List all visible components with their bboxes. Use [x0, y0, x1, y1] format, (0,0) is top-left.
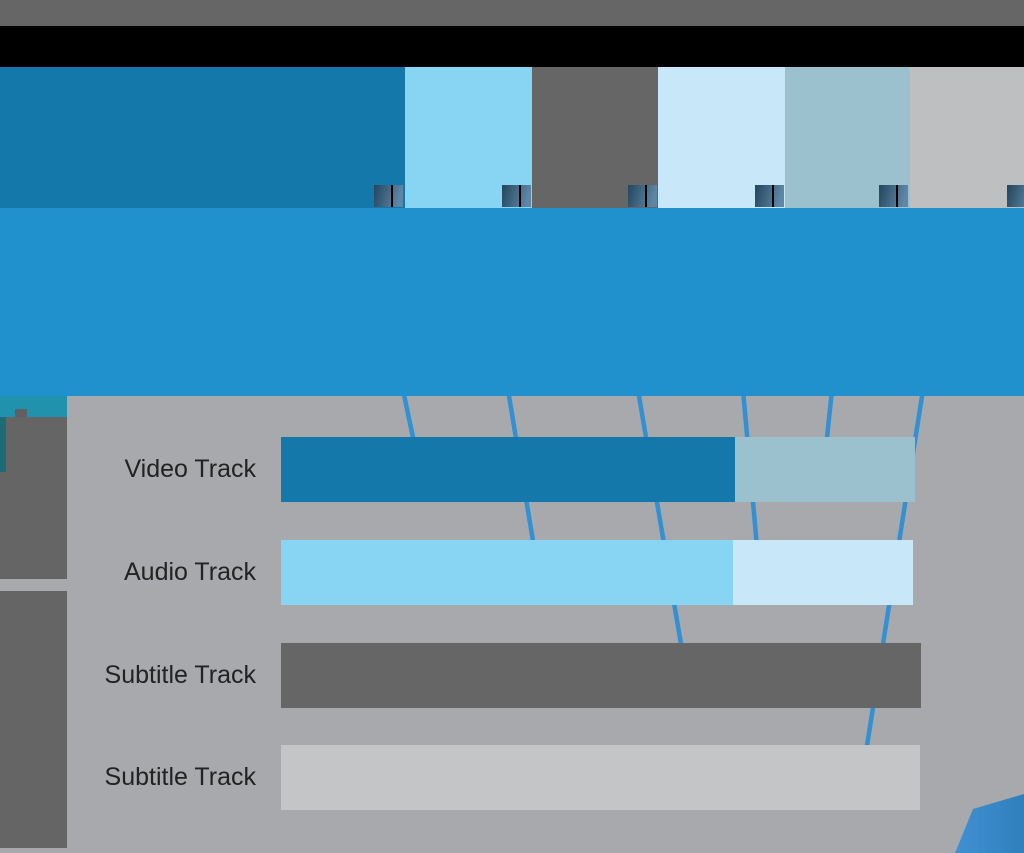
- demux-line: [740, 389, 760, 548]
- demux-line: [505, 389, 537, 548]
- left-sidebar: [0, 0, 80, 853]
- muxed-band: [0, 208, 1024, 396]
- sidebar-thumb-2: [0, 591, 67, 848]
- top-black-bar: [0, 26, 1024, 67]
- corner-logo: [955, 794, 1024, 853]
- sidebar-teal-header: [0, 396, 67, 417]
- sidebar-thumb-1: [0, 417, 67, 579]
- demux-line: [823, 389, 835, 448]
- demux-line: [863, 389, 926, 753]
- demux-line: [635, 389, 685, 651]
- top-gray-bar: [0, 0, 1024, 26]
- demux-line: [400, 389, 418, 448]
- sidebar-notch: [15, 409, 27, 418]
- demux-lines: [400, 389, 926, 753]
- sidebar-teal-strip: [0, 417, 6, 472]
